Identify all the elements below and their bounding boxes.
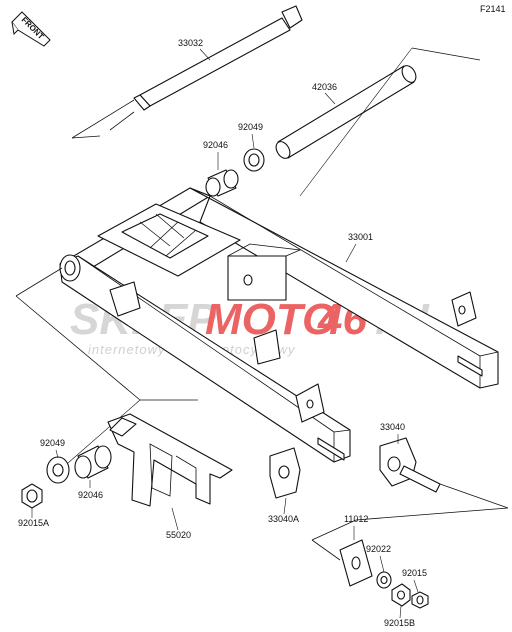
nut-92015b: [391, 583, 411, 607]
part-label-92049-lower: 92049: [40, 438, 65, 448]
part-label-92015: 92015: [402, 568, 427, 578]
part-label-11012: 11012: [344, 514, 368, 524]
chain-guide-55020: [107, 413, 233, 507]
pivot-shaft-33032: [71, 5, 303, 139]
part-label-55020: 55020: [166, 530, 191, 540]
part-label-33040: 33040: [380, 422, 405, 432]
part-label-33032: 33032: [178, 38, 203, 48]
part-label-33040a: 33040A: [268, 514, 299, 524]
washer-92022: [376, 571, 392, 589]
part-label-92015a: 92015A: [18, 518, 49, 528]
figure-code: F2141: [480, 4, 506, 14]
seal-92049-upper: [243, 148, 265, 172]
nut-92015a: [21, 483, 43, 509]
plate-11012: [311, 519, 373, 587]
part-label-92046-lower: 92046: [78, 490, 103, 500]
part-label-92049-upper: 92049: [238, 122, 263, 132]
bearing-92046-lower: [74, 445, 112, 479]
part-label-33001: 33001: [348, 232, 373, 242]
part-label-92015b: 92015B: [384, 618, 415, 628]
part-label-92046-upper: 92046: [203, 140, 228, 150]
front-arrow-icon: FRONT: [11, 11, 51, 47]
nut-92015: [411, 591, 429, 609]
part-label-42036: 42036: [312, 82, 337, 92]
part-label-92022: 92022: [366, 544, 391, 554]
swingarm-33001: [59, 187, 499, 463]
bearing-92046-upper: [205, 169, 239, 197]
adjuster-33040: [355, 437, 509, 521]
adjuster-plate-33040a: [269, 447, 301, 499]
sleeve-42036: [275, 47, 481, 197]
seal-92049-lower: [46, 456, 70, 484]
